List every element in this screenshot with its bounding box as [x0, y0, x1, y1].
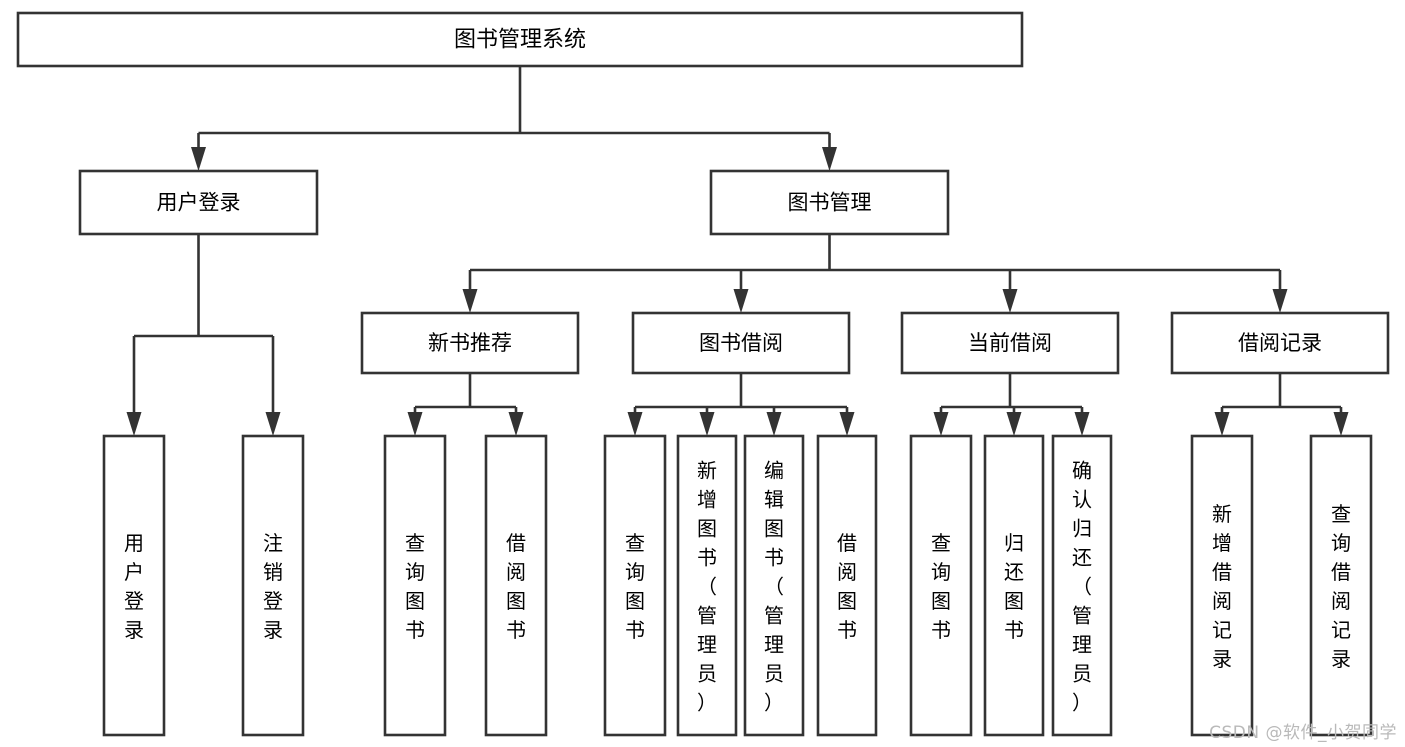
node-l-confirm-return-admin[interactable]: 确认归还（管理员） — [1051, 434, 1113, 737]
node-box — [631, 311, 851, 375]
node-l-query-book-1[interactable]: 查询图书 — [383, 434, 447, 737]
node-box — [383, 434, 447, 737]
node-box — [1051, 434, 1113, 737]
node-l-user-login[interactable]: 用户登录 — [102, 434, 166, 737]
arrow-head-icon — [1006, 412, 1022, 436]
node-n-book-mgmt[interactable]: 图书管理 — [709, 169, 950, 236]
node-n-new-book-rec[interactable]: 新书推荐 — [360, 311, 580, 375]
arrow-head-icon — [462, 289, 478, 313]
node-box — [743, 434, 805, 737]
node-label-vertical: 用户登录 — [124, 531, 144, 642]
node-layer: 图书管理系统用户登录图书管理新书推荐图书借阅当前借阅借阅记录用户登录注销登录查询… — [16, 11, 1390, 737]
node-l-borrow-book-2[interactable]: 借阅图书 — [816, 434, 878, 737]
arrow-head-icon — [1002, 289, 1018, 313]
node-box — [983, 434, 1045, 737]
node-box — [78, 169, 319, 236]
node-l-logout-login[interactable]: 注销登录 — [241, 434, 305, 737]
node-label-vertical: 借阅图书 — [837, 531, 857, 642]
node-label-vertical: 注销登录 — [263, 531, 283, 642]
node-box — [484, 434, 548, 737]
node-label-vertical: 确认归还（管理员） — [1072, 459, 1092, 715]
node-l-query-book-3[interactable]: 查询图书 — [909, 434, 973, 737]
node-l-add-borrow-record[interactable]: 新增借阅记录 — [1190, 434, 1254, 737]
arrow-head-icon — [126, 412, 142, 436]
node-l-add-book-admin[interactable]: 新增图书（管理员） — [676, 434, 738, 737]
node-n-book-borrow[interactable]: 图书借阅 — [631, 311, 851, 375]
node-box — [241, 434, 305, 737]
arrow-head-icon — [1272, 289, 1288, 313]
node-n-user-login[interactable]: 用户登录 — [78, 169, 319, 236]
node-box — [16, 11, 1024, 68]
arrow-head-icon — [822, 147, 837, 171]
node-box — [900, 311, 1120, 375]
node-label: 用户登录 — [157, 191, 241, 215]
arrow-head-icon — [265, 412, 281, 436]
arrow-head-icon — [191, 147, 206, 171]
connector-layer — [126, 66, 1349, 436]
node-l-borrow-book-1[interactable]: 借阅图书 — [484, 434, 548, 737]
arrow-head-icon — [1214, 412, 1230, 436]
node-label-vertical: 借阅图书 — [506, 531, 526, 642]
node-n-current-borrow[interactable]: 当前借阅 — [900, 311, 1120, 375]
node-n-borrow-record[interactable]: 借阅记录 — [1170, 311, 1390, 375]
node-box — [1309, 434, 1373, 737]
node-l-query-borrow-record[interactable]: 查询借阅记录 — [1309, 434, 1373, 737]
node-label: 借阅记录 — [1238, 331, 1322, 355]
node-label: 图书管理 — [788, 191, 872, 215]
node-l-query-book-2[interactable]: 查询图书 — [603, 434, 667, 737]
node-label-vertical: 编辑图书（管理员） — [764, 459, 784, 715]
node-box — [709, 169, 950, 236]
node-root[interactable]: 图书管理系统 — [16, 11, 1024, 68]
node-box — [816, 434, 878, 737]
node-label-vertical: 查询图书 — [931, 531, 951, 642]
arrow-head-icon — [766, 412, 782, 436]
arrow-head-icon — [839, 412, 855, 436]
arrow-head-icon — [1074, 412, 1090, 436]
node-label: 图书管理系统 — [454, 28, 586, 53]
arrow-head-icon — [733, 289, 749, 313]
node-box — [102, 434, 166, 737]
node-label-vertical: 归还图书 — [1004, 531, 1024, 642]
arrow-head-icon — [933, 412, 949, 436]
arrow-head-icon — [508, 412, 524, 436]
node-label-vertical: 查询图书 — [405, 531, 425, 642]
node-label: 当前借阅 — [968, 331, 1052, 355]
arrow-head-icon — [1333, 412, 1349, 436]
node-box — [909, 434, 973, 737]
node-label: 新书推荐 — [428, 331, 512, 355]
arrow-head-icon — [627, 412, 643, 436]
node-box — [676, 434, 738, 737]
node-l-edit-book-admin[interactable]: 编辑图书（管理员） — [743, 434, 805, 737]
node-label-vertical: 查询图书 — [625, 531, 645, 642]
node-box — [1190, 434, 1254, 737]
arrow-head-icon — [699, 412, 715, 436]
node-label-vertical: 查询借阅记录 — [1331, 502, 1351, 671]
node-box — [603, 434, 667, 737]
node-box — [360, 311, 580, 375]
node-l-return-book[interactable]: 归还图书 — [983, 434, 1045, 737]
node-box — [1170, 311, 1390, 375]
arrow-head-icon — [407, 412, 423, 436]
node-label-vertical: 新增借阅记录 — [1212, 502, 1232, 671]
node-label: 图书借阅 — [699, 331, 783, 355]
node-label-vertical: 新增图书（管理员） — [697, 459, 717, 715]
